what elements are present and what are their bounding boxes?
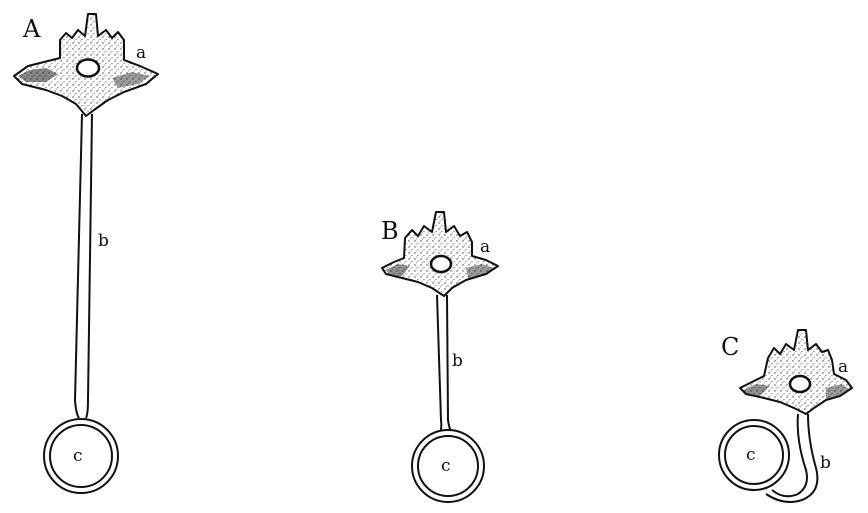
- part-label-a-b: b: [98, 231, 109, 251]
- axon-b: [436, 294, 453, 435]
- figure-a: A a b c: [13, 13, 159, 494]
- axon-c: [765, 413, 819, 503]
- nucleus-a: [75, 58, 101, 78]
- part-label-c-b: b: [820, 453, 831, 473]
- axon-a: [73, 113, 93, 419]
- figure-c: C a b c: [718, 329, 853, 503]
- figure-label-b: B: [381, 217, 399, 245]
- terminal-ball-b: [411, 429, 485, 503]
- figure-label-a: A: [22, 15, 41, 43]
- terminal-ball-a: [43, 418, 119, 494]
- part-label-c-c: c: [746, 445, 756, 465]
- part-label-c-a: a: [838, 357, 848, 377]
- part-label-b-b: b: [452, 351, 463, 371]
- figure-b: B a b c: [381, 211, 499, 503]
- figure-label-c: C: [721, 333, 739, 361]
- part-label-a-a: a: [136, 43, 146, 63]
- cell-body-c: [739, 329, 853, 415]
- nucleus-b: [429, 254, 453, 274]
- nucleus-c: [788, 374, 812, 394]
- part-label-a-c: c: [73, 446, 83, 466]
- terminal-ball-c: [718, 419, 790, 491]
- part-label-b-c: c: [441, 456, 451, 476]
- part-label-b-a: a: [480, 237, 490, 257]
